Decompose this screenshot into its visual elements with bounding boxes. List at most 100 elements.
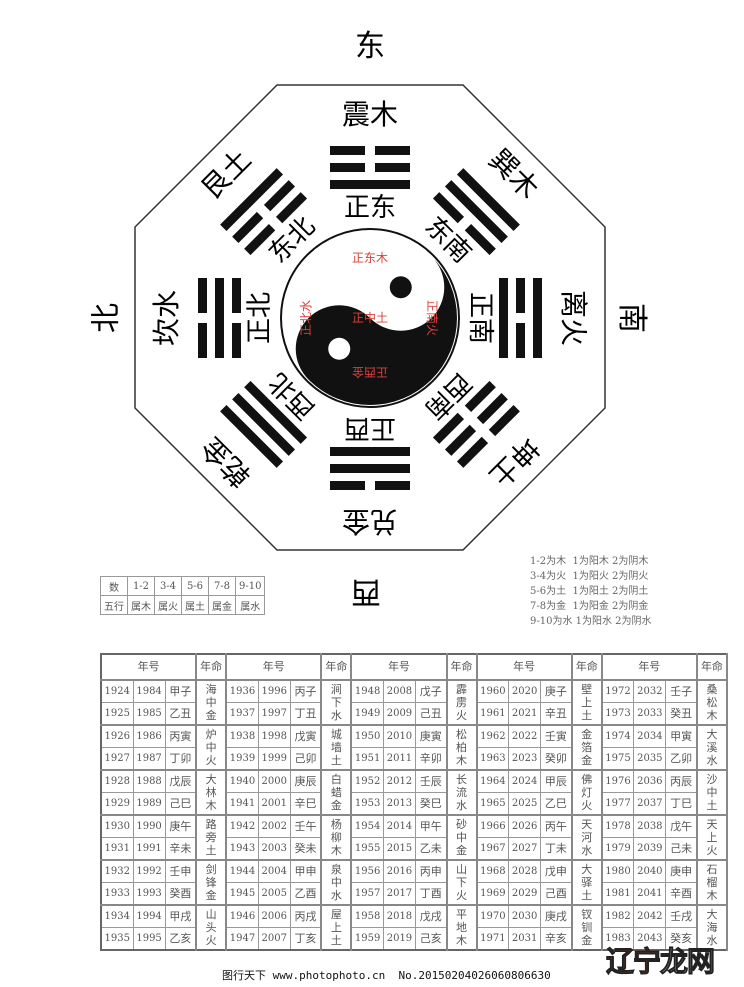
- year-cell: 2011: [382, 747, 416, 771]
- year-cell: 2041: [633, 882, 667, 906]
- year-cell: 1963: [476, 747, 510, 771]
- yang-dot: [328, 337, 351, 360]
- year-cell: 1939: [225, 747, 259, 771]
- yang-line: [330, 464, 410, 473]
- year-cell: 2006: [257, 904, 291, 928]
- ganzhi-cell: 己丑: [414, 702, 448, 726]
- year-cell: 1945: [225, 882, 259, 906]
- year-cell: 1954: [350, 814, 384, 838]
- year-cell: 1928: [100, 769, 134, 793]
- nayin-text: 剑锋金: [205, 863, 217, 902]
- year-cell: 1973: [601, 702, 635, 726]
- year-cell: 1979: [601, 837, 635, 861]
- nayin-cell: 路旁土: [195, 814, 228, 861]
- ganzhi-cell: 丙申: [414, 859, 448, 883]
- year-cell: 1995: [132, 927, 166, 951]
- nayin-cell: 石榴木: [695, 859, 729, 906]
- legend-line: 7-8为金 1为阳金 2为阴金: [530, 601, 649, 612]
- ganzhi-cell: 甲辰: [540, 769, 573, 793]
- year-cell: 2019: [382, 927, 416, 951]
- nayin-cell: 桑松木: [695, 679, 729, 726]
- year-cell: 1978: [601, 814, 635, 838]
- nayin-text: 桑松木: [706, 683, 718, 722]
- nayin-cell: 泉中水: [320, 859, 353, 906]
- header-year: 年号: [350, 653, 448, 681]
- year-cell: 2042: [633, 904, 667, 928]
- year-cell: 1969: [476, 882, 510, 906]
- yin-line: [330, 163, 365, 172]
- nayin-text: 霹雳火: [456, 683, 468, 722]
- year-cell: 1929: [100, 792, 134, 816]
- octagon-frame: [134, 84, 606, 551]
- nayin-text: 路旁土: [205, 818, 217, 857]
- nayin-text: 砂中金: [456, 818, 468, 857]
- year-cell: 2000: [257, 769, 291, 793]
- ganzhi-cell: 戊戌: [414, 904, 448, 928]
- number-table-cell: 9-10: [234, 576, 266, 596]
- year-cell: 2024: [508, 769, 542, 793]
- year-cell: 1936: [225, 679, 259, 703]
- yin-dot: [389, 276, 412, 299]
- ganzhi-cell: 壬辰: [414, 769, 448, 793]
- number-table-cell: 属木: [127, 595, 155, 615]
- yang-line: [533, 278, 542, 358]
- year-cell: 2003: [257, 837, 291, 861]
- year-cell: 1988: [132, 769, 166, 793]
- direction-position: 正东: [344, 193, 396, 223]
- ganzhi-cell: 庚戌: [540, 904, 573, 928]
- ganzhi-cell: 辛丑: [540, 702, 573, 726]
- year-cell: 1925: [100, 702, 134, 726]
- year-cell: 1977: [601, 792, 635, 816]
- center-east: 正东木: [352, 251, 388, 265]
- nayin-text: 长流水: [456, 773, 468, 812]
- yin-line: [232, 278, 241, 313]
- trigram-name: 震木: [342, 98, 398, 131]
- year-cell: 1951: [350, 747, 384, 771]
- year-cell: 2038: [633, 814, 667, 838]
- ganzhi-cell: 辛卯: [414, 747, 448, 771]
- nayin-text: 泉中水: [330, 863, 342, 902]
- year-cell: 1941: [225, 792, 259, 816]
- ganzhi-cell: 甲寅: [665, 724, 698, 748]
- yang-line: [220, 404, 284, 468]
- nayin-cell: 炉中火: [195, 724, 228, 771]
- year-cell: 2014: [382, 814, 416, 838]
- year-cell: 2012: [382, 769, 416, 793]
- ganzhi-cell: 庚午: [164, 814, 197, 838]
- nayin-text: 涧下水: [330, 683, 342, 722]
- ganzhi-cell: 丙寅: [164, 724, 197, 748]
- nayin-cell: 白蜡金: [320, 769, 353, 816]
- year-cell: 1926: [100, 724, 134, 748]
- year-cell: 1930: [100, 814, 134, 838]
- year-cell: 1990: [132, 814, 166, 838]
- number-table-cell: 1-2: [127, 576, 155, 596]
- year-cell: 2028: [508, 859, 542, 883]
- ganzhi-cell: 癸亥: [665, 927, 698, 951]
- nayin-cell: 涧下水: [320, 679, 353, 726]
- year-cell: 1986: [132, 724, 166, 748]
- nayin-cell: 城墙土: [320, 724, 353, 771]
- yin-line: [375, 163, 410, 172]
- element-legend: 1-2为木 1为阳木 2为阴木 3-4为火 1为阳火 2为阴火 5-6为土 1为…: [530, 554, 652, 629]
- footer-credit: 图行天下 www.photophoto.cn No.20150204026060…: [222, 969, 551, 982]
- nayin-text: 城墙土: [330, 728, 342, 767]
- nayin-cell: 长流水: [445, 769, 478, 816]
- nayin-cell: 大溪水: [695, 724, 729, 771]
- nayin-cell: 剑锋金: [195, 859, 228, 906]
- yang-line: [220, 168, 284, 232]
- yin-line: [375, 481, 410, 490]
- year-cell: 1997: [257, 702, 291, 726]
- ganzhi-cell: 丙午: [540, 814, 573, 838]
- nayin-cell: 金箔金: [570, 724, 603, 771]
- ganzhi-cell: 甲申: [289, 859, 322, 883]
- year-cell: 1934: [100, 904, 134, 928]
- yin-line: [516, 278, 525, 313]
- ganzhi-cell: 庚辰: [289, 769, 322, 793]
- yin-yang: [283, 231, 457, 405]
- year-cell: 1932: [100, 859, 134, 883]
- year-cell: 1960: [476, 679, 510, 703]
